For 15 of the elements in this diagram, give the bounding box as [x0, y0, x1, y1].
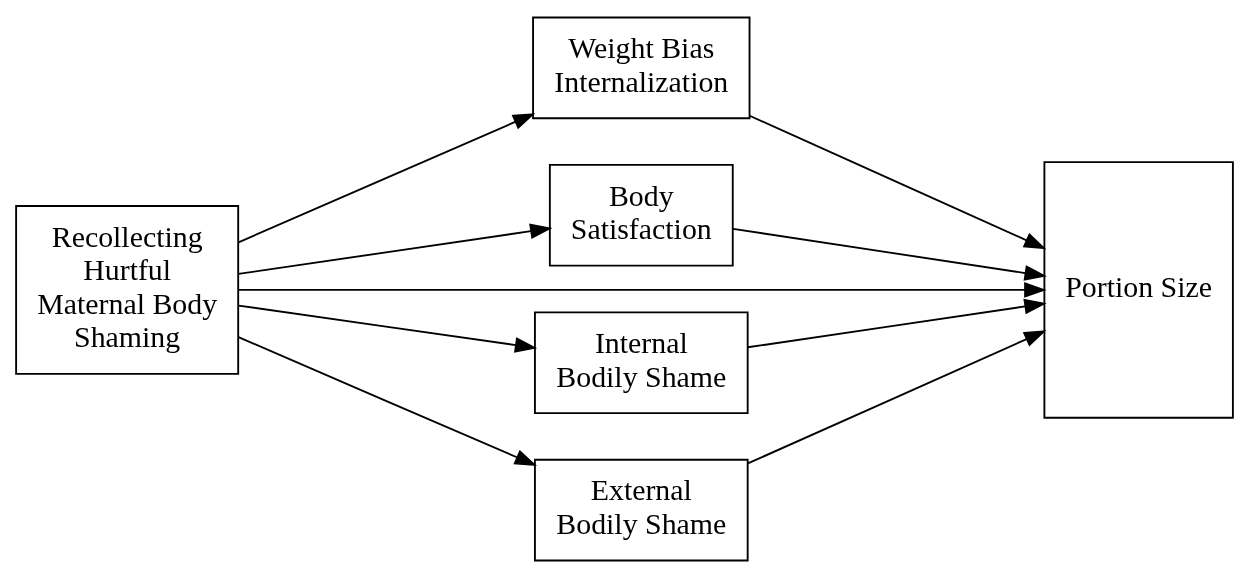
arrow	[237, 112, 536, 243]
arrow	[746, 298, 1047, 348]
node-box: External Bodily Shame	[534, 458, 749, 561]
arrow	[732, 227, 1047, 281]
node-box: Weight Bias Internalization	[532, 16, 751, 119]
node-box: Body Satisfaction	[548, 163, 734, 267]
arrow	[237, 223, 553, 275]
arrow	[237, 304, 538, 353]
arrow	[748, 114, 1047, 249]
arrow	[746, 329, 1047, 464]
node-box: Recollecting Hurtful Maternal Body Shaming	[15, 204, 240, 375]
arrow	[237, 281, 1047, 298]
node-box: Internal Bodily Shame	[534, 310, 749, 414]
arrow	[237, 335, 538, 466]
node-box: Portion Size	[1043, 160, 1234, 419]
